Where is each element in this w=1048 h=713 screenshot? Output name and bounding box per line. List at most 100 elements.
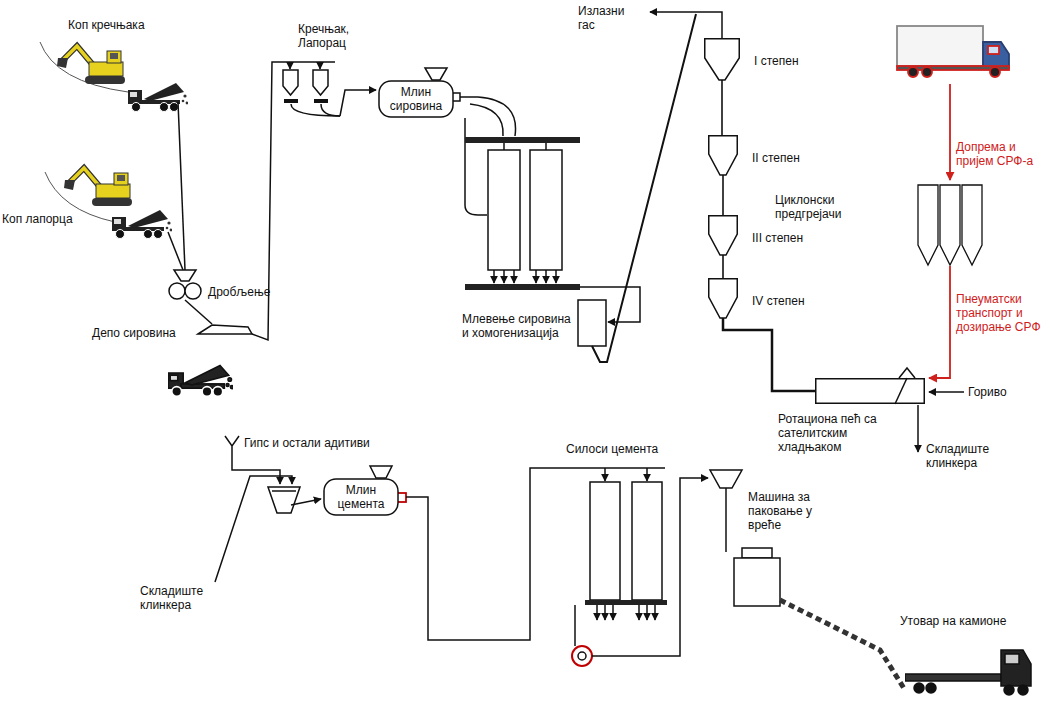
mill-box: Млин цемента: [323, 478, 399, 516]
cement-line: [646, 605, 648, 620]
cement-line: [572, 646, 592, 666]
node-text: III степен: [752, 231, 803, 245]
raw-material-line: [313, 70, 328, 95]
cement-line: [905, 650, 1031, 695]
cement-line: [604, 468, 606, 481]
homogenization-silos: [535, 270, 537, 283]
homogenization-silos: [503, 270, 505, 283]
homogenization-silos: [578, 300, 606, 346]
raw-material-line: [185, 283, 201, 299]
cement-line: [638, 605, 640, 620]
raw-material-line: [460, 97, 516, 136]
homogenization-silos: [465, 284, 580, 290]
raw-material-line: [198, 325, 252, 334]
process-label: Допрема и пријем СРФ-а: [956, 140, 1042, 168]
process-label: Коп лапорца: [2, 212, 84, 226]
quarry-machines: [40, 42, 128, 92]
quarry-machines: [64, 168, 132, 206]
homogenization-silos: [592, 14, 696, 362]
process-label: Излазни гас: [578, 4, 638, 32]
raw-material-line: [314, 99, 328, 103]
rotary-kiln: Ротациона пећ са сателитским хладњаком: [815, 378, 925, 404]
raw-material-line: [169, 283, 185, 299]
mill-body: [379, 81, 453, 117]
cyclone-body: [709, 216, 738, 255]
cement-line: [742, 548, 772, 558]
homogenization-silos: [465, 137, 580, 143]
flow-connector: [723, 318, 815, 391]
process-label: Машина за паковање у вреће: [748, 490, 826, 532]
cyclone-stage: IV степен: [708, 278, 738, 318]
raw-material-line: [283, 70, 298, 95]
mill-box: Млин сировина: [378, 80, 454, 118]
cyclone-stage-outline: [708, 278, 738, 318]
raw-material-line: [284, 99, 298, 103]
raw-material-line: [319, 62, 321, 69]
cement-line: [646, 468, 648, 481]
kiln-body: [816, 379, 925, 404]
homogenization-silos: [545, 143, 547, 150]
node-text: I степен: [754, 54, 799, 68]
process-label: Коп кречњака: [68, 18, 168, 32]
cement-line: [632, 482, 662, 600]
process-label: Гориво: [968, 385, 1028, 399]
cyclone-stage-outline: [708, 215, 738, 255]
srf-feeding: [962, 185, 982, 265]
cement-line: [596, 605, 598, 620]
raw-material-line: [321, 104, 340, 116]
raw-material-line: [174, 270, 196, 281]
node-text: Млин цемента: [330, 483, 392, 511]
raw-material-line: [178, 102, 185, 270]
cement-line: [612, 605, 614, 620]
cyclone-stage-outline: [704, 38, 740, 80]
homogenization-silos: [545, 270, 547, 283]
mill-body: [324, 479, 398, 515]
kiln-connections: [929, 391, 964, 393]
quarry-machines: [57, 46, 125, 84]
quarry-machines: [40, 42, 188, 239]
cement-line: [780, 600, 905, 690]
quarry-machines: [128, 83, 188, 112]
process-label: Утовар на камионе: [900, 614, 1020, 628]
cement-line: [578, 652, 586, 660]
kiln-hood: [899, 368, 915, 378]
cement-line: [592, 478, 708, 656]
cement-line: [168, 365, 233, 396]
srf-feeding: [929, 266, 950, 378]
cement-line: [168, 365, 1031, 695]
process-label: Депо сировина: [92, 326, 190, 340]
process-label: Пнеуматски транспорт и дозирање СРФ: [956, 292, 1042, 334]
process-label: Силоси цемента: [566, 442, 676, 456]
raw-material-line: [291, 104, 340, 116]
process-label: Циклонски предгрејачи: [775, 193, 860, 221]
cement-line: [268, 487, 300, 513]
raw-material-line: [425, 68, 447, 80]
cyclone-body: [709, 279, 738, 318]
cement-line: [574, 605, 576, 646]
process-label: Гипс и остали адитиви: [244, 436, 394, 450]
process-label: Складиште клинкера: [926, 442, 1006, 470]
homogenization-silos: [493, 270, 495, 283]
flow-connector: [722, 175, 724, 215]
flow-connector: [721, 80, 723, 135]
homogenization-silos: [650, 12, 722, 38]
homogenization-silos: [530, 150, 562, 270]
srf-feeding: [940, 185, 960, 265]
cement-line: [710, 470, 742, 488]
raw-material-line: [168, 62, 516, 340]
rotary-kiln-outline: [815, 378, 925, 404]
node-text: Ротациона пећ са сателитским хладњаком: [778, 412, 908, 454]
cyclone-stage-outline: [708, 135, 738, 175]
raw-material-line: [289, 62, 291, 69]
raw-material-line: [340, 90, 376, 116]
cyclone-body: [709, 136, 738, 175]
srf-feeding: [918, 185, 938, 265]
cement-line: [370, 466, 392, 478]
cement-line: [734, 558, 780, 606]
raw-material-line: [470, 104, 503, 136]
cyclone-stage: II степен: [708, 135, 738, 175]
homogenization-silos: [465, 12, 722, 362]
srf-feeding: [897, 26, 1009, 77]
homogenization-silos: [488, 150, 520, 270]
